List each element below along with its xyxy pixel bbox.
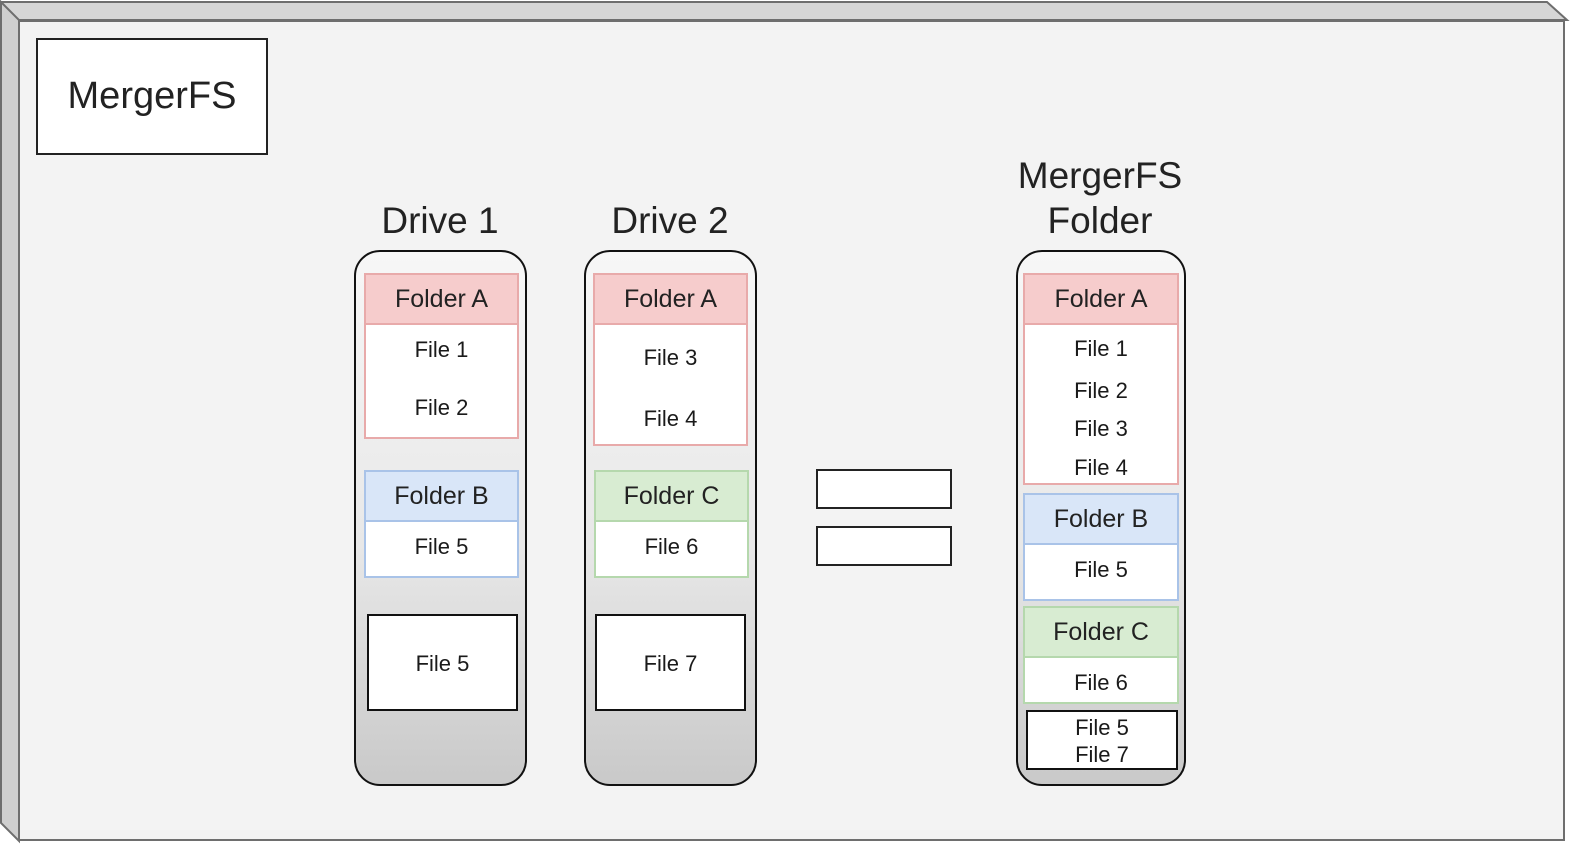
folder-header: Folder B <box>1025 495 1177 545</box>
file-item: File 4 <box>643 406 698 431</box>
file-item: File 5 <box>414 534 469 559</box>
drive-2: Folder A File 3 File 4 Folder C File 6 F… <box>584 250 757 786</box>
file-item: File 5 <box>415 651 470 676</box>
file-item: File 2 <box>414 395 469 420</box>
file-item: File 1 <box>414 337 469 362</box>
drive-1-loose-file: File 5 <box>367 614 518 711</box>
file-item: File 1 <box>1074 336 1128 361</box>
file-item: File 6 <box>1074 670 1128 695</box>
merged-label-line-2: Folder <box>1047 200 1153 241</box>
drive-2-loose-file: File 7 <box>595 614 746 711</box>
folder-header: Folder A <box>366 275 517 325</box>
folder-header: Folder C <box>1025 608 1177 658</box>
equals-sign-bottom-bar <box>816 526 952 566</box>
drive-1: Folder A File 1 File 2 Folder B File 5 F… <box>354 250 527 786</box>
diagram-title: MergerFS <box>67 75 237 117</box>
folder-header: Folder C <box>596 472 747 522</box>
file-item: File 6 <box>644 534 699 559</box>
file-item: File 7 <box>643 651 698 676</box>
merged-folder-c: Folder C File 6 <box>1023 606 1179 704</box>
file-item: File 2 <box>1074 378 1128 403</box>
drive-1-folder-a: Folder A File 1 File 2 <box>364 273 519 439</box>
merged-label: MergerFS Folder <box>995 153 1205 243</box>
folder-header: Folder B <box>366 472 517 522</box>
file-item: File 3 <box>1074 416 1128 441</box>
file-item: File 5 <box>1075 715 1129 740</box>
board-face <box>18 20 1565 841</box>
folder-header: Folder A <box>595 275 746 325</box>
file-item: File 5 <box>1074 557 1128 582</box>
merged-loose-files: File 5 File 7 <box>1026 710 1178 770</box>
drive-2-folder-a: Folder A File 3 File 4 <box>593 273 748 446</box>
merged-folder-b: Folder B File 5 <box>1023 493 1179 601</box>
merged-label-line-1: MergerFS <box>1017 155 1183 196</box>
drive-1-folder-b: Folder B File 5 <box>364 470 519 578</box>
folder-header: Folder A <box>1025 275 1177 325</box>
file-item: File 7 <box>1075 742 1129 767</box>
equals-sign-top-bar <box>816 469 952 509</box>
title-box: MergerFS <box>36 38 268 155</box>
drive-2-label: Drive 2 <box>611 200 729 241</box>
board-side-edge <box>0 0 20 844</box>
board-top-edge <box>0 1 1570 21</box>
file-item: File 3 <box>643 345 698 370</box>
drive-1-label: Drive 1 <box>381 200 499 241</box>
merged-folder-a: Folder A File 1 File 2 File 3 File 4 <box>1023 273 1179 485</box>
drive-2-folder-c: Folder C File 6 <box>594 470 749 578</box>
file-item: File 4 <box>1074 455 1128 480</box>
merged-drive: Folder A File 1 File 2 File 3 File 4 Fol… <box>1016 250 1186 786</box>
